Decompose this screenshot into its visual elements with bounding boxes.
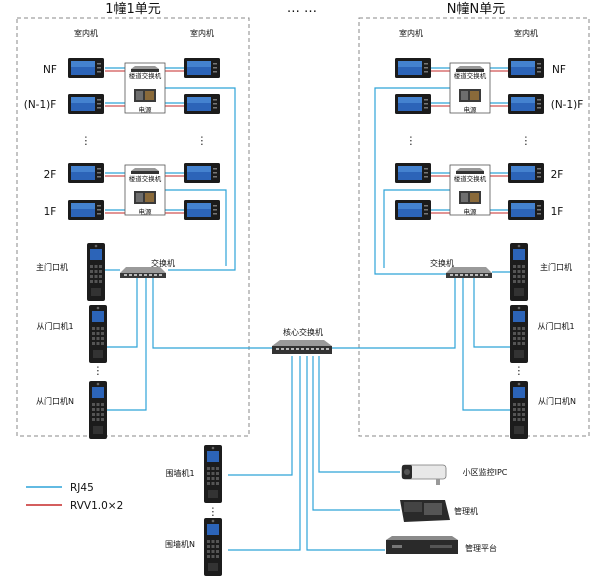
b1-floor-n1f: (N-1)F	[24, 99, 57, 111]
ipc-camera	[401, 464, 447, 485]
bn-power-lower-label: 电源	[464, 207, 478, 216]
legend-rvv-label: RVV1.0×2	[70, 500, 123, 512]
bn-floor-switch-lower-label: 楼道交换机	[454, 174, 487, 183]
b1-vdots-right: ⋮	[197, 135, 208, 147]
manager-label: 管理机	[454, 506, 478, 516]
building-n-border	[358, 17, 590, 437]
core-switch	[272, 340, 332, 354]
b1-switch-label: 交换机	[151, 258, 175, 268]
bn-monitor-nf-right	[508, 58, 544, 78]
bn-monitor-2f-left	[395, 163, 431, 183]
platform-label: 管理平台	[465, 543, 497, 553]
core-switch-label: 核心交换机	[283, 327, 323, 337]
bn-sub-door-n-station	[510, 381, 528, 439]
bn-indoor-label-left: 室内机	[399, 28, 423, 38]
bn-floor-1f: 1F	[551, 206, 564, 218]
b1-monitor-nf-left	[68, 58, 104, 78]
b1-door-vdots: ⋮	[93, 365, 104, 377]
ipc-label: 小区监控IPC	[463, 467, 508, 477]
bn-door-vdots: ⋮	[514, 365, 525, 377]
b1-sub-door-n-station	[89, 381, 107, 439]
bn-main-door-label: 主门口机	[540, 262, 572, 272]
b1-monitor-2f-left	[68, 163, 104, 183]
management-unit	[400, 500, 450, 522]
b1-floor-switch-lower-label: 楼道交换机	[129, 174, 162, 183]
b1-monitor-n1f-right	[184, 94, 220, 114]
b1-monitor-n1f-left	[68, 94, 104, 114]
bn-monitor-2f-right	[508, 163, 544, 183]
b1-sub-door-1-label: 从门口机1	[36, 321, 73, 331]
wall-unit-1-label: 围墙机1	[165, 468, 194, 478]
bn-monitor-n1f-right	[508, 94, 544, 114]
bn-floor-n1f: (N-1)F	[551, 99, 584, 111]
b1-floor-1f: 1F	[44, 206, 57, 218]
legend-rj45-label: RJ45	[70, 482, 94, 494]
wall-unit-n-station	[204, 518, 222, 576]
wall-unit-vdots: ⋮	[208, 506, 219, 518]
wall-unit-n-label: 围墙机N	[165, 539, 195, 549]
b1-sub-door-n-label: 从门口机N	[36, 396, 74, 406]
legend: RJ45 RVV1.0×2	[26, 482, 123, 512]
bn-floor-nf: NF	[552, 64, 566, 76]
bn-vdots-left: ⋮	[406, 135, 417, 147]
bn-floor-switch-upper-label: 楼道交换机	[454, 71, 487, 80]
b1-main-door-station	[87, 243, 105, 301]
bn-vdots-right: ⋮	[521, 135, 532, 147]
bn-monitor-n1f-left	[395, 94, 431, 114]
b1-floor-nf: NF	[43, 64, 57, 76]
b1-vdots-left: ⋮	[81, 135, 92, 147]
b1-floor-switch-upper: 楼道交换机 电源	[124, 62, 166, 114]
bn-switch-label: 交换机	[430, 258, 454, 268]
bn-monitor-1f-right	[508, 200, 544, 220]
bn-switch	[446, 267, 492, 278]
bn-floor-2f: 2F	[551, 169, 564, 181]
rj45-lines	[105, 67, 510, 551]
bn-floor-switch-lower: 楼道交换机 电源	[449, 164, 491, 216]
wall-unit-1-station	[204, 445, 222, 503]
building-1-border	[16, 17, 250, 437]
b1-switch	[120, 267, 166, 278]
b1-monitor-1f-left	[68, 200, 104, 220]
b1-power-upper-label: 电源	[139, 105, 153, 114]
building-n-title: N幢N单元	[447, 1, 505, 17]
b1-main-door-label: 主门口机	[36, 262, 68, 272]
bn-indoor-label-right: 室内机	[514, 28, 538, 38]
b1-indoor-label-right: 室内机	[190, 28, 214, 38]
b1-floor-switch-lower: 楼道交换机 电源	[124, 164, 166, 216]
b1-monitor-nf-right	[184, 58, 220, 78]
building-ellipsis: … …	[287, 1, 317, 16]
bn-monitor-nf-left	[395, 58, 431, 78]
b1-floor-switch-upper-label: 楼道交换机	[129, 71, 162, 80]
building-1-title: 1幢1单元	[105, 1, 161, 17]
b1-sub-door-1-station	[89, 305, 107, 363]
bn-sub-door-n-label: 从门口机N	[538, 396, 576, 406]
b1-monitor-2f-right	[184, 163, 220, 183]
bn-sub-door-1-station	[510, 305, 528, 363]
b1-monitor-1f-right	[184, 200, 220, 220]
rvv-lines	[105, 70, 508, 214]
b1-power-lower-label: 电源	[139, 207, 153, 216]
bn-monitor-1f-left	[395, 200, 431, 220]
management-platform	[386, 536, 458, 554]
bn-main-door-station	[510, 243, 528, 301]
bn-sub-door-1-label: 从门口机1	[537, 321, 574, 331]
b1-floor-2f: 2F	[44, 169, 57, 181]
bn-floor-switch-upper: 楼道交换机 电源	[449, 62, 491, 114]
bn-power-upper-label: 电源	[464, 105, 478, 114]
b1-indoor-label-left: 室内机	[74, 28, 98, 38]
